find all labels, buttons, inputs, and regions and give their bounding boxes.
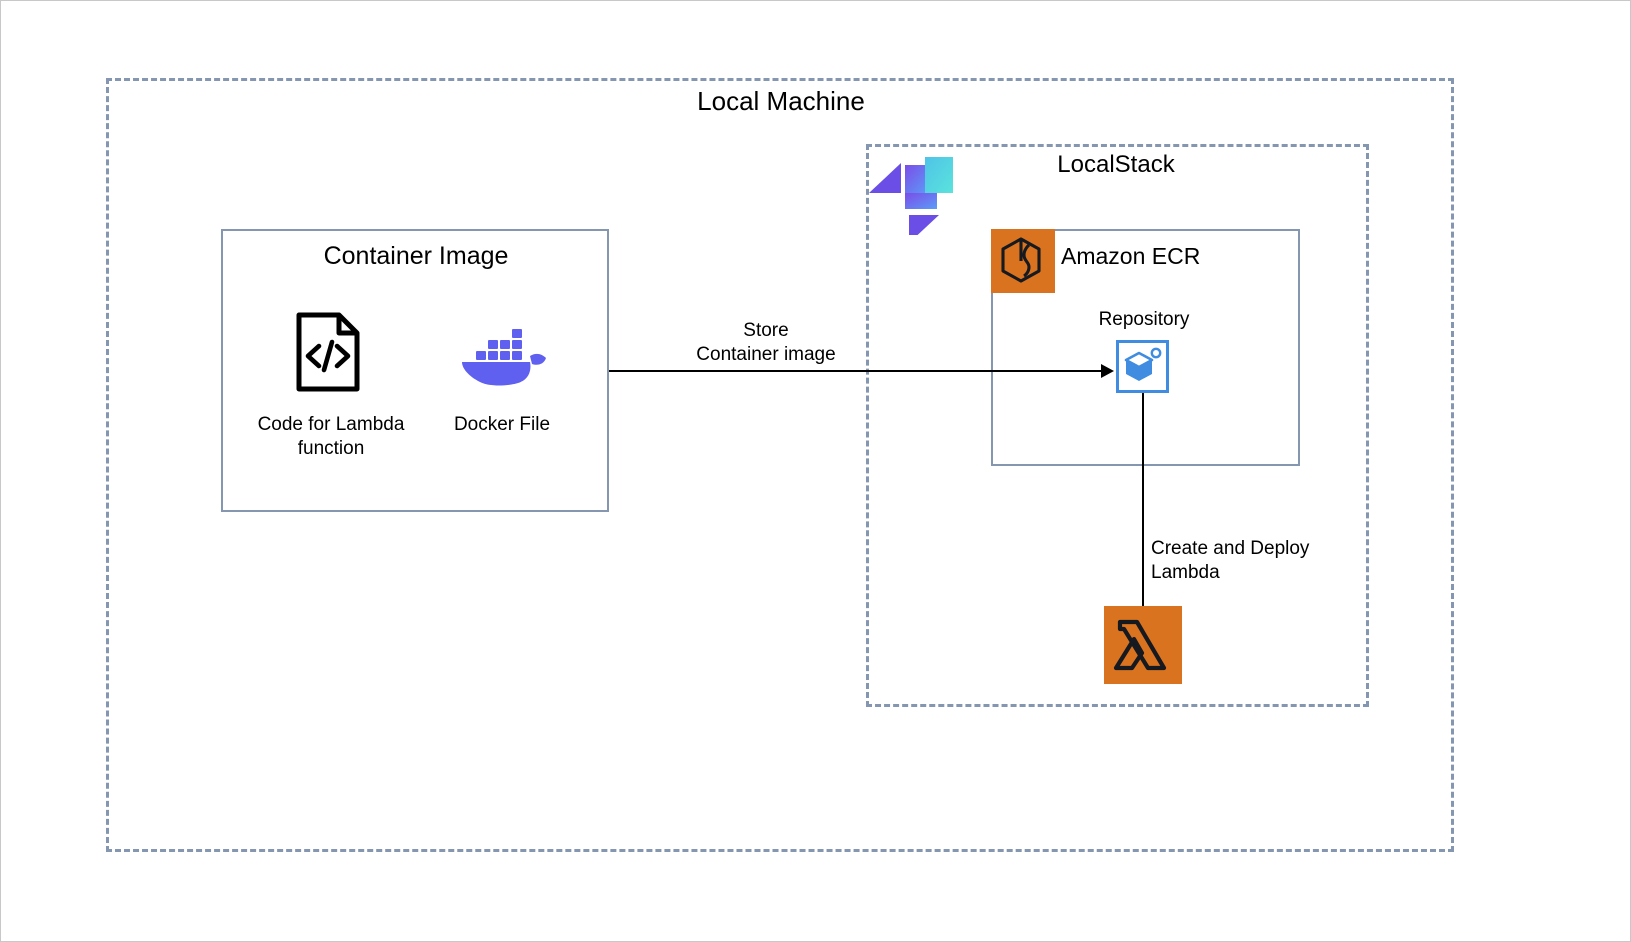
code-file-label: Code for Lambda function <box>257 414 405 459</box>
container-image-title: Container Image <box>323 242 509 270</box>
localstack-group <box>866 144 1369 707</box>
create-deploy-lambda-line <box>1142 393 1144 609</box>
local-machine-title: Local Machine <box>697 86 865 116</box>
store-container-image-arrowhead <box>1101 364 1114 378</box>
localstack-logo <box>867 149 953 235</box>
create-deploy-lambda-label: Create and Deploy Lambda <box>1151 538 1310 583</box>
amazon-ecr-icon <box>991 229 1055 293</box>
code-file-icon <box>295 311 361 393</box>
amazon-ecr-title: Amazon ECR <box>1061 243 1201 269</box>
docker-whale-icon <box>456 326 548 388</box>
store-container-image-label: Store Container image <box>696 320 836 365</box>
docker-file-label: Docker File <box>453 414 551 435</box>
repository-label: Repository <box>1098 309 1190 330</box>
local-machine-group <box>106 78 1454 852</box>
container-image-group <box>221 229 609 512</box>
localstack-title: LocalStack <box>1057 151 1175 178</box>
amazon-ecr-group <box>991 229 1300 466</box>
store-container-image-line <box>609 370 1101 372</box>
ecr-repository-icon <box>1116 340 1169 393</box>
aws-lambda-icon <box>1104 606 1182 684</box>
